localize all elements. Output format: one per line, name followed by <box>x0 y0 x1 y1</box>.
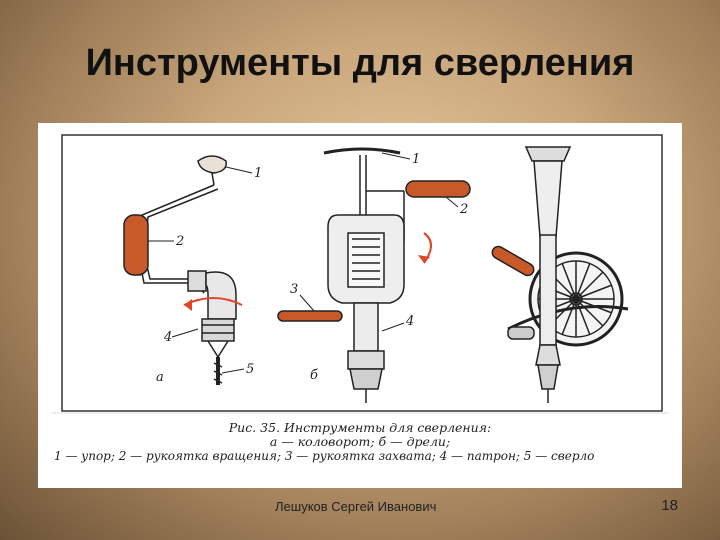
hand-drill-drawing <box>277 147 471 403</box>
page-number: 18 <box>661 497 678 514</box>
callout-leaders-b <box>299 152 459 332</box>
callout-leaders-a <box>148 166 253 374</box>
callout-b2: 2 <box>459 202 468 217</box>
figure-caption: Рис. 35. Инструменты для сверления: а — … <box>38 420 682 464</box>
rotation-arrowhead-b <box>418 255 430 263</box>
footer-author: Лешуков Сергей Иванович <box>275 499 437 514</box>
callout-a2: 2 <box>175 234 184 249</box>
panel-label-b: б <box>310 368 318 383</box>
drilling-tools-illustration: 1 2 4 5 а <box>52 134 668 414</box>
breast-drill-drawing <box>491 146 629 403</box>
callout-b4: 4 <box>405 314 414 329</box>
slide-title: Инструменты для сверления <box>85 42 635 84</box>
panel-label-a: а <box>156 370 164 385</box>
callout-a5: 5 <box>246 362 254 377</box>
rotation-arrowhead-a <box>184 299 192 311</box>
callout-b3: 3 <box>290 282 298 297</box>
callout-a1: 1 <box>254 166 262 181</box>
illustration-frame <box>61 134 663 412</box>
callout-b1: 1 <box>412 152 420 167</box>
caption-line-3: 1 — упор; 2 — рукоятка вращения; 3 — рук… <box>54 449 595 463</box>
caption-line-1: Рис. 35. Инструменты для сверления: <box>228 420 492 435</box>
drilling-tools-figure: 1 2 4 5 а <box>38 123 682 488</box>
callout-a4: 4 <box>163 330 172 345</box>
caption-line-2: а — коловорот; б — дрели; <box>269 434 451 449</box>
brace-drawing <box>123 155 237 385</box>
